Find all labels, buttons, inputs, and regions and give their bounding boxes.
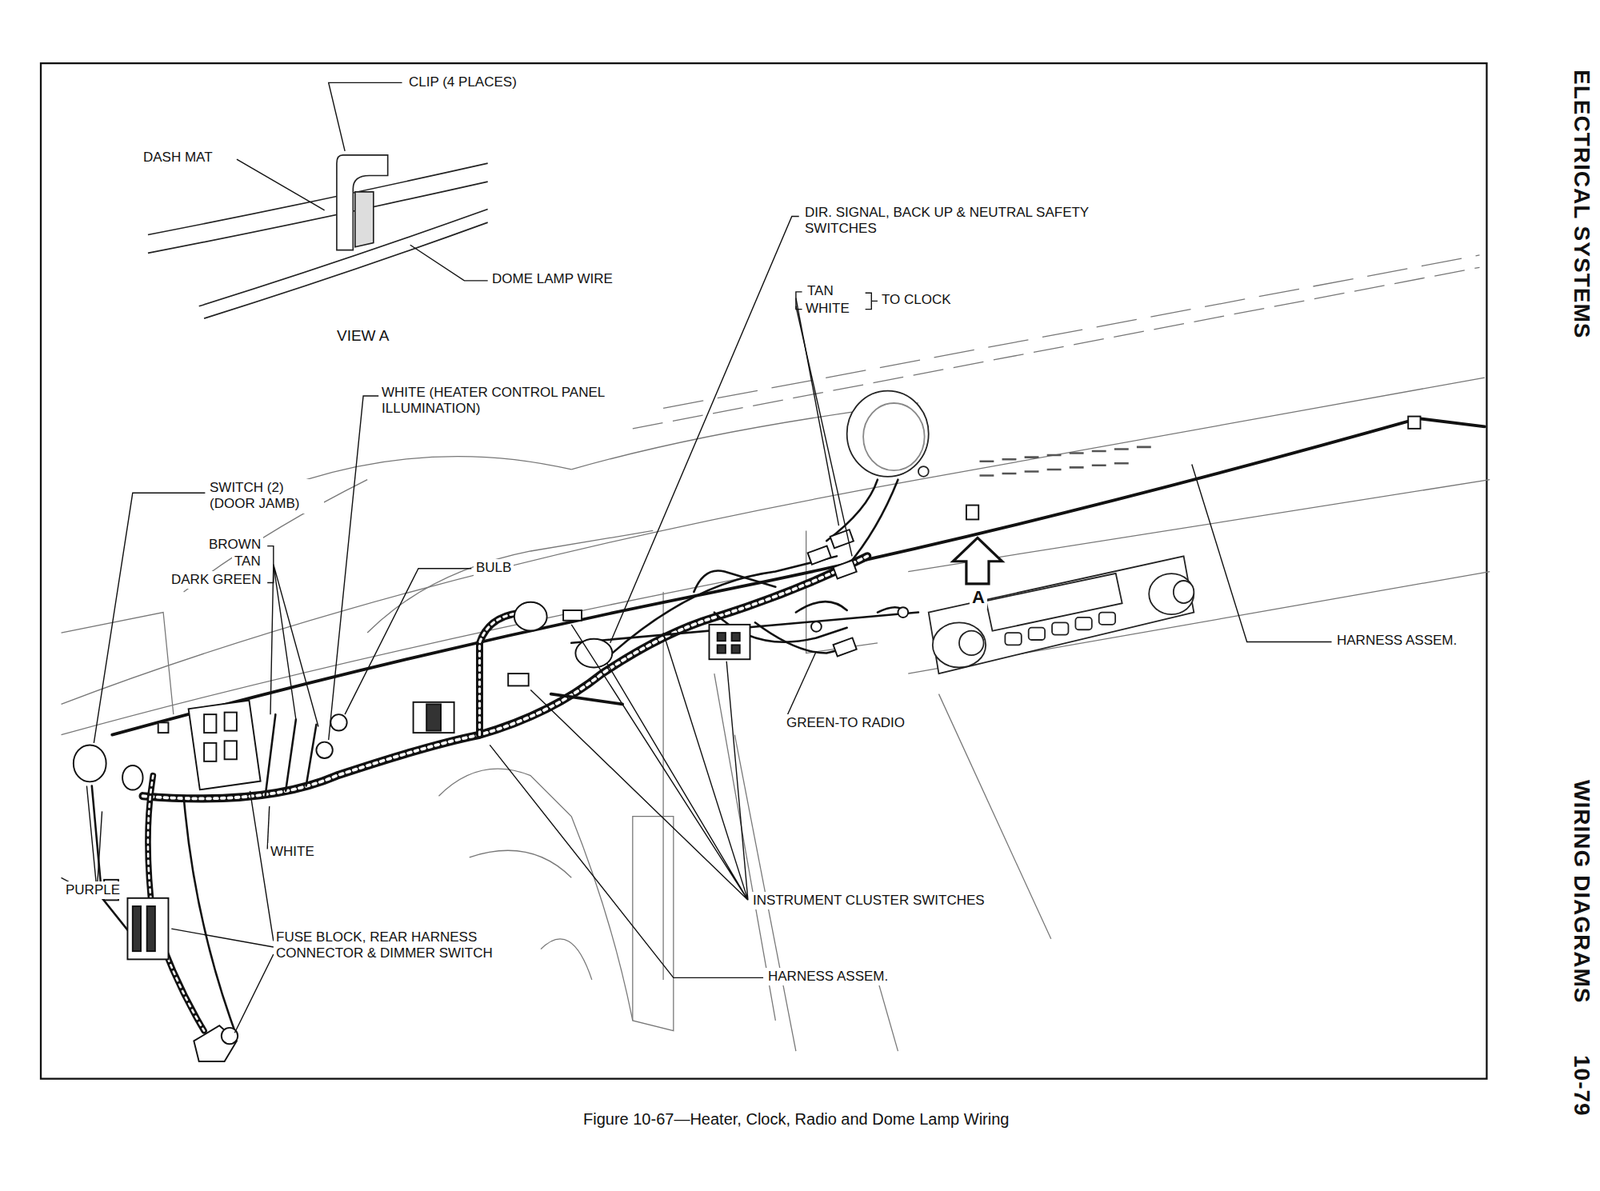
- clock: [847, 391, 929, 477]
- leader-lines: [61, 82, 1332, 1033]
- callout-label: CLIP (4 PLACES): [406, 73, 520, 92]
- harness: [92, 418, 1485, 1032]
- callout-label: WHITE (HEATER CONTROL PANEL ILLUMINATION…: [379, 384, 652, 419]
- callout-label: VIEW A: [334, 326, 392, 347]
- defroster-vents: [979, 447, 1151, 476]
- callout-label: BROWN: [206, 536, 264, 554]
- page-header: 10-79: [1568, 1052, 1595, 1120]
- callout-label: DOME LAMP WIRE: [489, 270, 616, 288]
- callout-label: GREEN-TO RADIO: [784, 714, 908, 732]
- components: [73, 416, 1421, 1062]
- callout-label: A: [969, 586, 988, 609]
- callout-label: WHITE: [268, 843, 317, 861]
- dash-panel: [61, 255, 1491, 1052]
- callout-label: HARNESS ASSEM.: [765, 968, 891, 986]
- callout-label: TO CLOCK: [879, 291, 954, 309]
- callout-label: DASH MAT: [140, 148, 216, 167]
- callout-label: BULB: [473, 559, 514, 577]
- view-a-inset: [148, 155, 488, 319]
- callout-label: WHITE: [803, 300, 852, 318]
- page-header: ELECTRICAL SYSTEMS: [1568, 67, 1595, 341]
- callout-label: DIR. SIGNAL, BACK UP & NEUTRAL SAFETY SW…: [802, 204, 1099, 239]
- callout-label: PURPLE: [63, 881, 123, 900]
- callout-label: DARK GREEN: [168, 571, 264, 589]
- page-header: WIRING DIAGRAMS: [1568, 777, 1595, 1006]
- callout-label: SWITCH (2) (DOOR JAMB): [207, 479, 324, 514]
- view-arrow: [952, 537, 1002, 584]
- callout-label: INSTRUMENT CLUSTER SWITCHES: [750, 892, 988, 910]
- callout-label: FUSE BLOCK, REAR HARNESS CONNECTOR & DIM…: [273, 928, 519, 964]
- callout-label: TAN: [232, 552, 264, 571]
- callout-label: HARNESS ASSEM.: [1334, 632, 1460, 650]
- page-frame: [40, 63, 1487, 1080]
- figure-caption: Figure 10-67—Heater, Clock, Radio and Do…: [580, 1110, 1012, 1129]
- callout-label: TAN: [804, 282, 836, 300]
